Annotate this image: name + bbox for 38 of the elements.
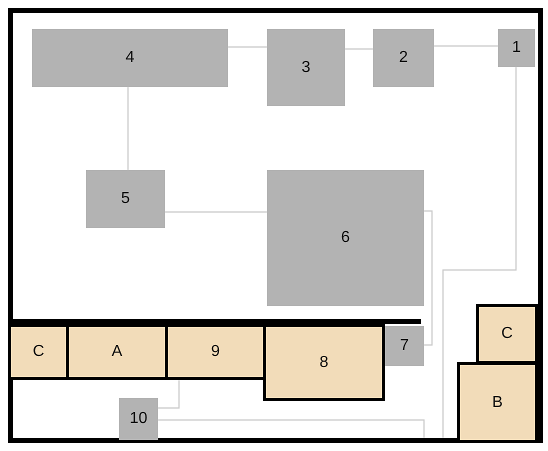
equipment-block (86, 170, 165, 228)
room-block (8, 324, 69, 380)
equipment-block (498, 29, 535, 67)
room-block (263, 324, 385, 401)
connector-line (165, 211, 267, 213)
block-label: C (32, 344, 44, 360)
room-block (66, 324, 168, 380)
connector-line (442, 67, 517, 438)
floor-plan-outline (8, 8, 543, 443)
block-label: 4 (126, 50, 134, 66)
equipment-block (267, 29, 345, 106)
block-label: A (112, 344, 122, 360)
equipment-block (267, 170, 424, 306)
block-label: 6 (341, 230, 350, 246)
block-label: 9 (211, 344, 220, 360)
block-label: 7 (400, 338, 409, 354)
connector-line (228, 46, 267, 48)
connector-line (434, 45, 498, 47)
block-label: 3 (302, 60, 310, 76)
block-label: 5 (121, 191, 130, 207)
equipment-block (119, 398, 158, 440)
block-label: 2 (399, 50, 408, 66)
block-label: 1 (512, 40, 521, 56)
room-block (165, 324, 266, 380)
connector-line (158, 380, 180, 409)
connector-line (127, 87, 129, 170)
connector-line (424, 210, 433, 346)
room-block (457, 362, 538, 443)
equipment-block (32, 29, 228, 87)
connector-line (158, 419, 425, 438)
block-label: 10 (130, 411, 148, 427)
equipment-block (373, 29, 434, 87)
block-label: C (501, 326, 513, 342)
equipment-block (385, 326, 424, 366)
connector-line (345, 48, 373, 50)
block-label: 8 (320, 354, 328, 370)
block-label: B (492, 394, 503, 410)
room-block (476, 304, 538, 364)
